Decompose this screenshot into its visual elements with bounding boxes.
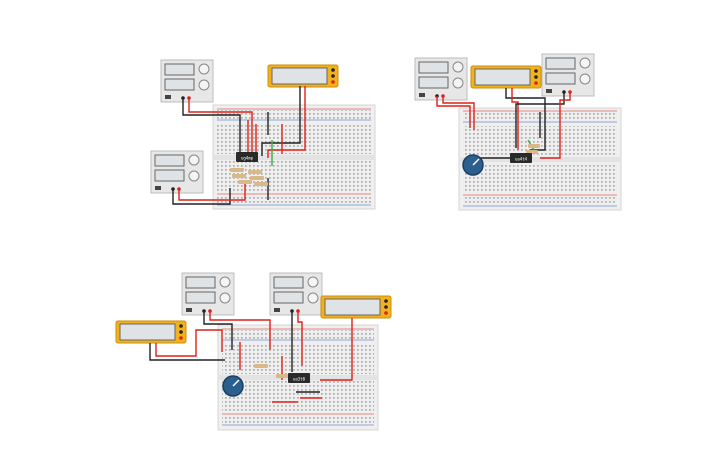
power-supply[interactable] bbox=[541, 53, 595, 97]
multimeter[interactable] bbox=[470, 65, 542, 89]
chip-label: ua3t0 bbox=[293, 377, 306, 382]
ic-chip[interactable]: ug4mp bbox=[236, 152, 258, 162]
multimeter[interactable] bbox=[320, 295, 392, 319]
multimeter[interactable] bbox=[115, 320, 187, 344]
wires bbox=[149, 311, 353, 403]
breadboard[interactable] bbox=[217, 324, 379, 431]
power-supply[interactable] bbox=[269, 272, 323, 316]
potentiometer[interactable] bbox=[222, 375, 244, 397]
ic-chip[interactable]: ua3t0 bbox=[288, 373, 310, 383]
power-supply[interactable] bbox=[181, 272, 235, 316]
wires bbox=[436, 88, 571, 159]
potentiometer[interactable] bbox=[462, 154, 484, 176]
resistors bbox=[230, 168, 268, 186]
resistors bbox=[254, 364, 288, 378]
circuit-bottom: ua3t0 bbox=[115, 272, 392, 431]
chip-label: ua4t4 bbox=[515, 157, 528, 162]
wires bbox=[172, 86, 306, 205]
power-supply[interactable] bbox=[160, 59, 214, 103]
power-supply[interactable] bbox=[150, 150, 204, 194]
circuit-top-left: ug4mp bbox=[150, 59, 376, 210]
multimeter[interactable] bbox=[267, 64, 339, 88]
breadboard[interactable] bbox=[212, 104, 376, 210]
ic-chip[interactable]: ua4t4 bbox=[510, 153, 532, 163]
circuit-top-right: ua4t4 bbox=[414, 53, 622, 211]
power-supply[interactable] bbox=[414, 57, 468, 101]
chip-label: ug4mp bbox=[241, 156, 254, 161]
